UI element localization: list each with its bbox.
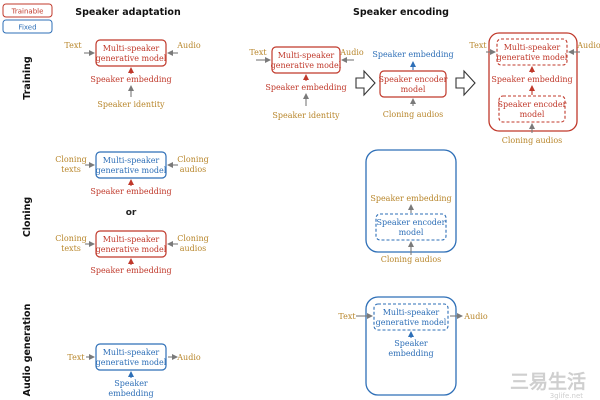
adapt-clone2-cloning-audios-1: Cloning bbox=[177, 234, 208, 243]
adapt-gen-text: Text bbox=[67, 353, 85, 362]
adaptation-generation: Multi-speaker generative model Text Audi… bbox=[67, 343, 201, 398]
adapt-clone2-speaker-embedding: Speaker embedding bbox=[90, 266, 171, 275]
adapt-clone1-speaker-embedding: Speaker embedding bbox=[90, 187, 171, 196]
enc-step3-outer-box bbox=[488, 32, 578, 132]
enc-step3-encoder-box bbox=[498, 95, 566, 123]
enc-step3-encoder-line1: Speaker encoder bbox=[498, 100, 567, 109]
enc-train-speaker-identity: Speaker identity bbox=[272, 111, 340, 120]
adapt-clone1-cloning-audios-2: audios bbox=[180, 165, 207, 174]
adapt-train-model-line1: Multi-speaker bbox=[103, 44, 160, 53]
enc-step3-model-box bbox=[496, 38, 568, 66]
legend-fixed-box bbox=[2, 19, 53, 34]
adapt-clone1-model-line2: generative model bbox=[96, 166, 167, 175]
enc-gen-audio: Audio bbox=[463, 312, 488, 321]
encoding-training-joint: Multi-speaker generative model Text Audi… bbox=[469, 32, 600, 145]
enc-step3-model-line2: generative model bbox=[497, 53, 568, 62]
enc-gen-model-box bbox=[373, 303, 449, 331]
enc-train-audio: Audio bbox=[339, 48, 364, 57]
adapt-clone1-cloning-audios-1: Cloning bbox=[177, 155, 208, 164]
adapt-train-speaker-identity: Speaker identity bbox=[97, 100, 165, 109]
adapt-clone1-model-box bbox=[95, 151, 167, 179]
enc-clone-cloning-audios: Cloning audios bbox=[381, 255, 442, 264]
enc-train-model-line2: generative model bbox=[271, 61, 342, 70]
adapt-clone2-cloning-audios-2: audios bbox=[180, 244, 207, 253]
enc-step3-cloning-audios: Cloning audios bbox=[502, 136, 563, 145]
adaptation-training: Multi-speaker generative model Text Audi… bbox=[64, 39, 201, 109]
adapt-gen-speaker: Speaker bbox=[114, 379, 148, 388]
row-label-audio-generation: Audio generation bbox=[22, 303, 33, 396]
adapt-clone2-cloning-texts-1: Cloning bbox=[55, 234, 86, 243]
watermark-main: 三易生活 bbox=[510, 370, 586, 393]
legend-trainable: Trainable bbox=[11, 8, 44, 16]
enc-clone-speaker-embedding: Speaker embedding bbox=[370, 194, 451, 203]
adapt-clone2-cloning-texts-2: texts bbox=[61, 244, 81, 253]
adapt-clone2-model-line1: Multi-speaker bbox=[103, 235, 160, 244]
step-arrow-1 bbox=[355, 69, 376, 97]
adapt-clone2-model-line2: generative model bbox=[96, 245, 167, 254]
adapt-gen-audio: Audio bbox=[176, 353, 201, 362]
encoding-cloning: Speaker embedding Speaker encoder model … bbox=[365, 149, 457, 264]
enc-train-text: Text bbox=[249, 48, 267, 57]
encoding-generation: Multi-speaker generative model Text Audi… bbox=[338, 296, 488, 396]
enc-step3-encoder-line2: model bbox=[520, 110, 545, 119]
enc-clone-encoder-box bbox=[375, 213, 447, 241]
enc-gen-outer-box bbox=[365, 296, 457, 396]
enc-step2-encoder-box bbox=[379, 70, 447, 98]
row-label-training: Training bbox=[22, 56, 33, 99]
adapt-clone2-model-box bbox=[95, 230, 167, 258]
adaptation-cloning-option-2: Multi-speaker generative model Cloning t… bbox=[55, 230, 209, 275]
legend: Trainable Fixed bbox=[2, 3, 53, 34]
adapt-clone1-cloning-texts-1: Cloning bbox=[55, 155, 86, 164]
header-speaker-encoding: Speaker encoding bbox=[353, 7, 449, 18]
encoding-training-encoder: Speaker embedding Speaker encoder model … bbox=[372, 50, 453, 119]
enc-step3-model-line1: Multi-speaker bbox=[504, 43, 561, 52]
enc-gen-model-line2: generative model bbox=[376, 318, 447, 327]
adapt-train-audio: Audio bbox=[176, 41, 201, 50]
adapt-gen-model-line2: generative model bbox=[96, 358, 167, 367]
adapt-gen-model-box bbox=[95, 343, 167, 371]
encoding-training-generative: Multi-speaker generative model Text Audi… bbox=[249, 46, 364, 120]
enc-gen-embedding: embedding bbox=[388, 349, 433, 358]
adapt-train-text: Text bbox=[64, 41, 82, 50]
enc-step2-encoder-line1: Speaker encoder bbox=[379, 75, 448, 84]
adapt-clone1-model-line1: Multi-speaker bbox=[103, 156, 160, 165]
enc-step2-speaker-embedding: Speaker embedding bbox=[372, 50, 453, 59]
adapt-train-model-line2: generative model bbox=[96, 54, 167, 63]
step-arrow-2 bbox=[455, 69, 476, 97]
adapt-gen-model-line1: Multi-speaker bbox=[103, 348, 160, 357]
enc-train-speaker-embedding: Speaker embedding bbox=[265, 83, 346, 92]
enc-train-model-box bbox=[271, 46, 341, 74]
enc-gen-text: Text bbox=[338, 312, 356, 321]
adapt-train-model-box bbox=[95, 39, 167, 67]
enc-step3-speaker-embedding: Speaker embedding bbox=[491, 75, 572, 84]
adaptation-cloning-option-1: Multi-speaker generative model Cloning t… bbox=[55, 151, 209, 196]
or-label: or bbox=[126, 208, 137, 218]
header-speaker-adaptation: Speaker adaptation bbox=[75, 7, 181, 18]
enc-gen-speaker: Speaker bbox=[394, 339, 428, 348]
enc-step2-cloning-audios: Cloning audios bbox=[383, 110, 444, 119]
enc-step3-audio: Audio bbox=[576, 41, 600, 50]
enc-gen-model-line1: Multi-speaker bbox=[383, 308, 440, 317]
legend-trainable-box bbox=[2, 3, 53, 18]
enc-step3-text: Text bbox=[469, 41, 487, 50]
enc-clone-encoder-line2: model bbox=[399, 228, 424, 237]
adapt-train-speaker-embedding: Speaker embedding bbox=[90, 75, 171, 84]
enc-step2-encoder-line2: model bbox=[401, 85, 426, 94]
legend-fixed: Fixed bbox=[18, 24, 36, 32]
row-label-cloning: Cloning bbox=[22, 197, 33, 237]
enc-clone-encoder-line1: Speaker encoder bbox=[377, 218, 446, 227]
adapt-gen-embedding: embedding bbox=[108, 389, 153, 398]
watermark-sub: 3glife.net bbox=[550, 392, 584, 400]
enc-train-model-line1: Multi-speaker bbox=[278, 51, 335, 60]
adapt-clone1-cloning-texts-2: texts bbox=[61, 165, 81, 174]
